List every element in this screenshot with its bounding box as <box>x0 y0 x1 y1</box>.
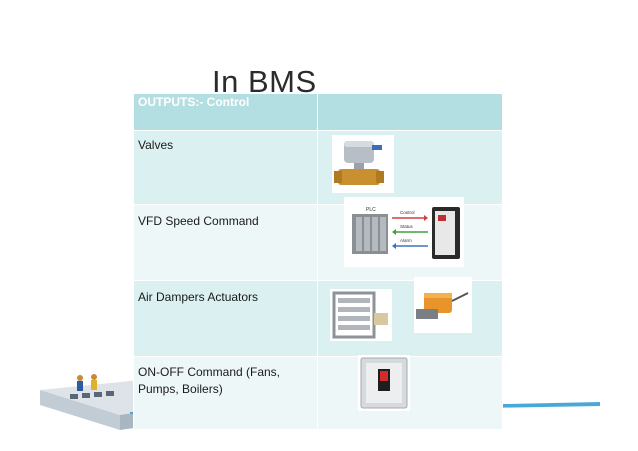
alarm-label: Alarm <box>400 238 412 243</box>
damper-actuator-image <box>414 277 473 333</box>
plc-label: PLC <box>366 207 376 213</box>
table-row: ON-OFF Command (Fans, Pumps, Boilers) <box>132 355 503 430</box>
table-header-row: OUTPUTS:- Control <box>132 93 503 131</box>
row-label-on-off: ON-OFF Command (Fans, Pumps, Boilers) <box>138 365 281 396</box>
table-header: OUTPUTS:- Control <box>132 93 319 131</box>
air-damper-image <box>330 289 393 341</box>
row-label-vfd: VFD Speed Command <box>138 214 259 228</box>
on-off-switch-image <box>358 355 411 411</box>
control-label: Control <box>400 210 415 215</box>
motorized-valve-image <box>332 135 395 193</box>
plc-vfd-diagram: PLC Control Status Alarm <box>344 197 465 267</box>
row-label-valves: Valves <box>138 138 174 152</box>
outputs-control-table: OUTPUTS:- Control Valves VFD Speed Comma… <box>132 93 503 430</box>
table-row: Air Dampers Actuators <box>132 277 503 357</box>
row-label-dampers: Air Dampers Actuators <box>138 290 259 304</box>
table-row: Valves <box>132 130 503 205</box>
status-label: Status <box>400 224 414 229</box>
table-header-empty <box>317 93 503 131</box>
table-row: VFD Speed Command PLC Control Status Ala… <box>132 197 503 281</box>
